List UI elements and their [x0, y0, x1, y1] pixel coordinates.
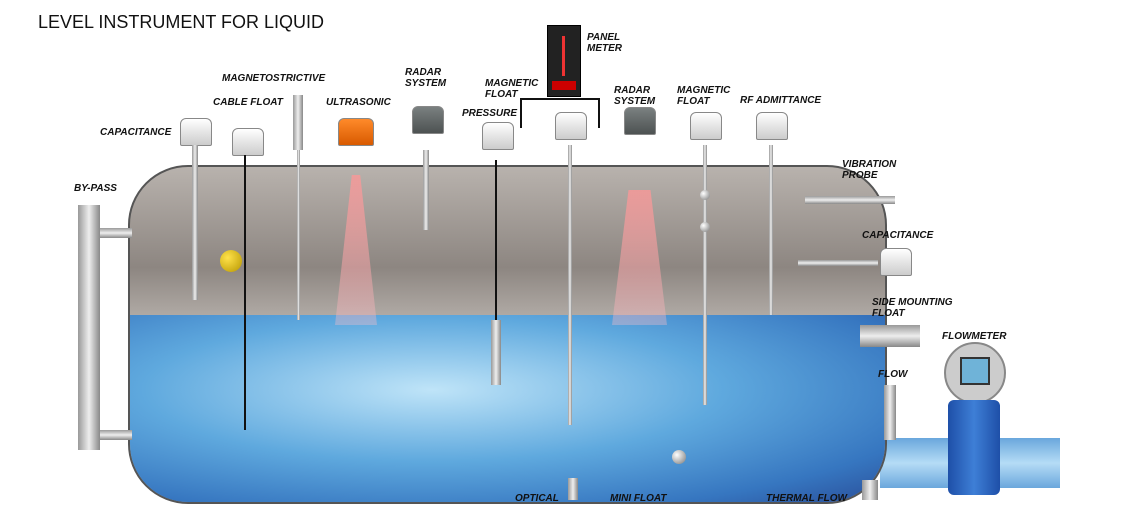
diagram-title: LEVEL INSTRUMENT FOR LIQUID — [38, 12, 325, 32]
capacitance-side-sensor — [880, 248, 912, 276]
label-capacitance-side: CAPACITANCE — [862, 230, 934, 241]
label-capacitance-top: CAPACITANCE — [100, 127, 172, 138]
thermal-flow-sensor — [862, 480, 878, 500]
bypass-pipe-top — [100, 228, 132, 238]
capacitance-sensor — [180, 118, 212, 146]
label-vibration-probe: VIBRATION PROBE — [842, 159, 897, 181]
pressure-cable — [495, 160, 497, 325]
label-flow: FLOW — [878, 369, 908, 380]
magnetic-float-probe-1 — [568, 145, 572, 425]
tank — [128, 165, 887, 504]
label-pressure: PRESSURE — [462, 108, 518, 119]
label-side-mounting-float: SIDE MOUNTING FLOAT — [872, 297, 953, 319]
label-ultrasonic: ULTRASONIC — [326, 97, 391, 108]
radar-probe-1 — [423, 150, 429, 230]
label-magnetic-float-2: MAGNETIC FLOAT — [677, 85, 731, 107]
liquid — [130, 315, 885, 502]
label-radar-system-1: RADAR SYSTEM — [405, 67, 447, 89]
flowmeter-display — [960, 357, 990, 385]
cable-float-sensor — [232, 128, 264, 156]
label-rf-admittance: RF ADMITTANCE — [740, 95, 822, 106]
panel-meter — [547, 25, 581, 97]
magnetostrictive-sensor — [293, 95, 303, 150]
magnetic-float-ball — [700, 222, 710, 232]
label-magnetostrictive: MAGNETOSTRICTIVE — [222, 73, 326, 84]
cable-float-cable — [244, 155, 246, 430]
capacitance-probe — [192, 145, 198, 300]
label-radar-system-2: RADAR SYSTEM — [614, 85, 656, 107]
cable-float — [220, 250, 242, 272]
pressure-sensor — [482, 122, 514, 150]
bypass-gauge — [78, 205, 100, 450]
label-magnetic-float-1: MAGNETIC FLOAT — [485, 78, 539, 100]
radar-sensor-2 — [624, 107, 656, 135]
label-cable-float: CABLE FLOAT — [213, 97, 283, 108]
ultrasonic-sensor — [338, 118, 374, 146]
capacitance-side-probe — [798, 260, 878, 266]
flow-switch — [884, 385, 896, 440]
label-thermal-flow: THERMAL FLOW — [766, 493, 847, 504]
optical-sensor — [568, 478, 578, 500]
label-flowmeter: FLOWMETER — [942, 331, 1007, 342]
magnetic-float-ball — [700, 190, 710, 200]
magnetic-float-probe-2 — [703, 145, 707, 405]
magnetostrictive-probe — [297, 150, 300, 320]
label-panel-meter: PANEL METER — [587, 32, 622, 54]
pressure-probe — [491, 320, 501, 385]
vibration-probe — [805, 196, 895, 204]
flowmeter-body — [948, 400, 1000, 495]
label-mini-float: MINI FLOAT — [610, 493, 667, 504]
rf-admittance-sensor — [756, 112, 788, 140]
magnetic-float-sensor-2 — [690, 112, 722, 140]
mini-float-gauge — [672, 450, 686, 464]
label-by-pass: BY-PASS — [74, 183, 117, 194]
bypass-pipe-bottom — [100, 430, 132, 440]
rf-admittance-probe — [769, 145, 773, 315]
radar-sensor-1 — [412, 106, 444, 134]
panel-meter-wiring — [520, 98, 600, 128]
magnetic-float-sensor-1 — [555, 112, 587, 140]
side-mounting-float — [860, 325, 920, 347]
label-optical: OPTICAL — [515, 493, 559, 504]
